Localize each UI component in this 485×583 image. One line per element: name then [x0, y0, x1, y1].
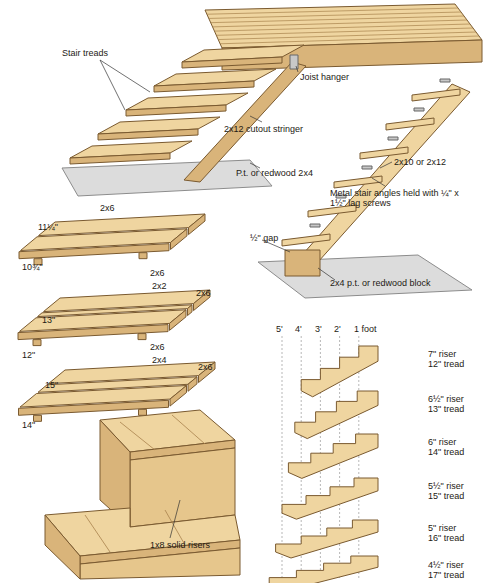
- callout-label: 16" tread: [428, 533, 464, 543]
- stair-angle: [362, 166, 372, 169]
- callout-label: 3': [315, 324, 322, 334]
- callout-label: 5': [276, 324, 283, 334]
- stair-profile: [276, 520, 378, 558]
- callout-label: 2x4: [152, 355, 167, 365]
- cleat: [138, 334, 146, 340]
- board-edge: [19, 400, 169, 415]
- callout-label: 2x6: [150, 268, 165, 278]
- stair-profile: [288, 434, 378, 478]
- deck-board: [213, 20, 467, 27]
- board-edge: [18, 325, 168, 340]
- callout-label: 2x6: [198, 362, 213, 372]
- cleat: [33, 340, 41, 346]
- callout-label: 17" tread: [428, 570, 464, 580]
- callout-label: 2x12 cutout stringer: [224, 124, 303, 134]
- callout-label: 14": [22, 420, 35, 430]
- stair-profile: [301, 346, 378, 397]
- callout-label: 6" riser: [428, 437, 456, 447]
- tread-edge: [70, 153, 170, 164]
- callout-label: ½" gap: [250, 233, 278, 243]
- callout-label: 7" riser: [428, 349, 456, 359]
- callout-label: 12": [22, 350, 35, 360]
- callout-label: 4': [295, 324, 302, 334]
- joist-hanger: [290, 55, 298, 69]
- tread-edge: [126, 105, 226, 116]
- solid-riser: [130, 448, 235, 527]
- callout-label: 2x2: [152, 281, 167, 291]
- stair-angle: [388, 137, 398, 140]
- callout-label: Joist hanger: [300, 72, 349, 82]
- base-block: [285, 250, 320, 276]
- board-end: [188, 377, 197, 392]
- stair-profile: [282, 478, 378, 519]
- callout-label: 15": [45, 380, 58, 390]
- callout-label: 2': [334, 324, 341, 334]
- callout-label: 2x6: [100, 203, 115, 213]
- deck-board: [220, 36, 479, 44]
- side-tread: [282, 234, 330, 246]
- callout-label: Stair treads: [62, 48, 108, 58]
- callout-label: Metal stair angles held with ¼" x 1½" la…: [330, 188, 460, 208]
- stair-profile: [295, 391, 378, 439]
- callout-label: 6½" riser: [428, 394, 464, 404]
- deck-board: [209, 12, 461, 18]
- deck-board: [211, 16, 464, 23]
- callout-label: 1x8 solid risers: [150, 540, 210, 550]
- tread-edge: [154, 81, 254, 92]
- stair-profile: [269, 556, 378, 583]
- callout-label: 5½" riser: [428, 481, 464, 491]
- board-end: [170, 386, 187, 407]
- board-end: [171, 229, 188, 250]
- side-tread: [334, 176, 382, 188]
- deck-board: [214, 24, 470, 31]
- tread-edge: [182, 57, 282, 68]
- board-end: [199, 362, 216, 383]
- callout-label: 1 foot: [354, 324, 377, 334]
- callout-label: 10¾": [22, 262, 43, 272]
- lower-side: [45, 515, 80, 579]
- callout-label: 2x6: [150, 342, 165, 352]
- callout-label: 5" riser: [428, 523, 456, 533]
- tread-edge: [98, 129, 198, 140]
- deck-board: [216, 28, 473, 35]
- callout-label: 14" tread: [428, 447, 464, 457]
- foot-line: [282, 336, 283, 578]
- side-tread: [386, 118, 434, 130]
- callout-label: 2x6: [196, 288, 211, 298]
- stair-angle: [440, 79, 450, 82]
- concrete-pad: [62, 160, 272, 196]
- stair-angle: [414, 108, 424, 111]
- deck-board: [218, 32, 476, 40]
- cleat: [139, 409, 147, 415]
- callout-label: 2x4 p.t. or redwood block: [330, 278, 438, 288]
- callout-label: 15" tread: [428, 491, 464, 501]
- callout-label: P.t. or redwood 2x4: [236, 168, 313, 178]
- callout-label: 13": [42, 315, 55, 325]
- board-edge: [19, 244, 169, 259]
- board-end: [170, 310, 187, 331]
- callout-label: 4½" riser: [428, 560, 464, 570]
- stair-angle: [310, 224, 320, 227]
- callout-label: 2x10 or 2x12: [394, 157, 446, 167]
- board-end: [188, 305, 193, 316]
- cleat: [139, 253, 147, 259]
- board-end: [189, 214, 206, 235]
- callout-label: 13" tread: [428, 404, 464, 414]
- callout-label: 12" tread: [428, 359, 464, 369]
- lower-riser: [80, 548, 240, 579]
- side-tread: [412, 89, 460, 101]
- callout-label: 11¼": [38, 222, 58, 232]
- leader-lines: [100, 60, 392, 538]
